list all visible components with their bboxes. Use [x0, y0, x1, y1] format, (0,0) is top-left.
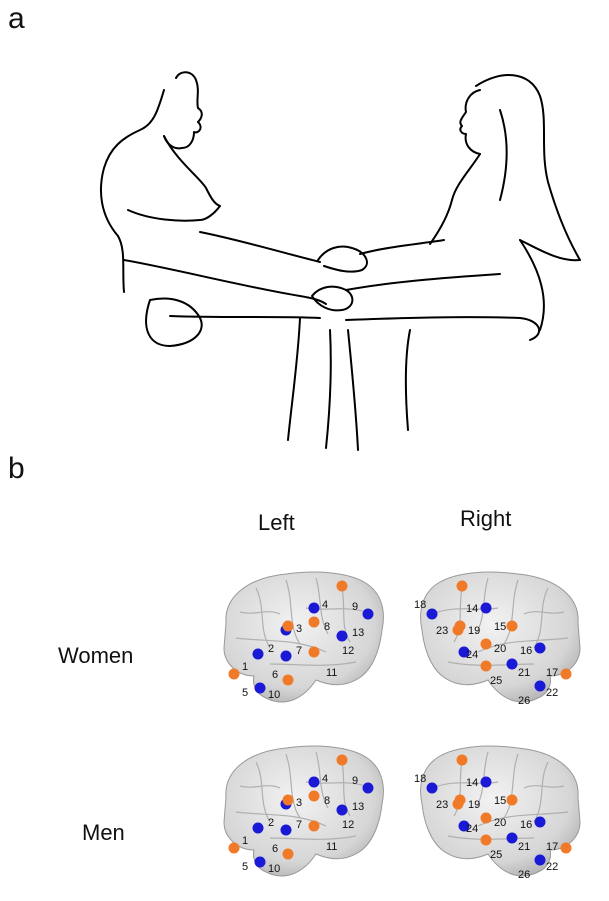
channel-25-label: 25	[490, 849, 502, 861]
channel-4-dot	[309, 777, 320, 788]
channel-13-dot	[363, 609, 374, 620]
channel-3-label: 3	[296, 797, 302, 809]
channel-6-label: 6	[272, 843, 278, 855]
channel-26-dot	[535, 855, 546, 866]
channel-22-label: 22	[546, 687, 558, 699]
channel-6-dot	[281, 651, 292, 662]
channel-8-dot	[309, 791, 320, 802]
channel-26-label: 26	[518, 695, 530, 707]
channel-11-dot	[309, 647, 320, 658]
channel-7-dot	[283, 621, 294, 632]
channel-4-label: 4	[322, 599, 328, 611]
channel-17-label: 17	[546, 841, 558, 853]
channel-9-dot	[337, 755, 348, 766]
channel-4-label: 4	[322, 773, 328, 785]
channel-18-dot	[427, 609, 438, 620]
channel-24-label: 24	[466, 823, 478, 835]
channel-10-dot	[283, 849, 294, 860]
channel-1-dot	[229, 843, 240, 854]
channel-25-label: 25	[490, 675, 502, 687]
channel-25-dot	[481, 661, 492, 672]
channel-5-label: 5	[242, 861, 248, 873]
channel-1-dot	[229, 669, 240, 680]
channel-17-dot	[535, 643, 546, 654]
channel-21-label: 21	[518, 841, 530, 853]
channel-18-label: 18	[414, 599, 426, 611]
channel-14-label: 14	[466, 777, 478, 789]
channel-1-label: 1	[242, 835, 248, 847]
channel-9-dot	[337, 581, 348, 592]
channel-1-label: 1	[242, 661, 248, 673]
channel-14-dot	[457, 581, 468, 592]
channel-2-dot	[253, 823, 264, 834]
channel-8-dot	[309, 617, 320, 628]
channel-11-dot	[309, 821, 320, 832]
channel-12-label: 12	[342, 645, 354, 657]
channel-8-label: 8	[324, 621, 330, 633]
channel-20-label: 20	[494, 643, 506, 655]
channel-16-dot	[507, 621, 518, 632]
channel-12-dot	[337, 631, 348, 642]
channel-23-dot	[453, 625, 464, 636]
channel-11-label: 11	[326, 667, 337, 679]
channel-15-label: 15	[494, 621, 506, 633]
channel-16-dot	[507, 795, 518, 806]
channel-26-label: 26	[518, 869, 530, 881]
channel-22-label: 22	[546, 861, 558, 873]
channel-21-dot	[507, 659, 518, 670]
channel-4-dot	[309, 603, 320, 614]
channel-24-label: 24	[466, 649, 478, 661]
channel-17-label: 17	[546, 667, 558, 679]
channel-10-label: 10	[268, 689, 280, 701]
channel-2-label: 2	[268, 817, 274, 829]
channel-25-dot	[481, 835, 492, 846]
channel-15-label: 15	[494, 795, 506, 807]
channel-13-label: 13	[352, 627, 364, 639]
channel-3-label: 3	[296, 623, 302, 635]
channel-15-dot	[481, 603, 492, 614]
channel-10-label: 10	[268, 863, 280, 875]
channel-15-dot	[481, 777, 492, 788]
channel-18-label: 18	[414, 773, 426, 785]
channel-7-dot	[283, 795, 294, 806]
channel-7-label: 7	[296, 645, 302, 657]
channel-14-label: 14	[466, 603, 478, 615]
channel-2-dot	[253, 649, 264, 660]
channel-9-label: 9	[352, 775, 358, 787]
channel-21-label: 21	[518, 667, 530, 679]
channel-16-label: 16	[520, 819, 532, 831]
channel-5-label: 5	[242, 687, 248, 699]
channel-2-label: 2	[268, 643, 274, 655]
channel-22-dot	[561, 669, 572, 680]
channel-17-dot	[535, 817, 546, 828]
channel-6-label: 6	[272, 669, 278, 681]
channel-12-label: 12	[342, 819, 354, 831]
channel-19-label: 19	[468, 625, 480, 637]
channel-26-dot	[535, 681, 546, 692]
channel-20-dot	[481, 639, 492, 650]
channel-23-dot	[453, 799, 464, 810]
channel-20-dot	[481, 813, 492, 824]
channel-12-dot	[337, 805, 348, 816]
channel-23-label: 23	[436, 625, 448, 637]
channel-11-label: 11	[326, 841, 337, 853]
channel-22-dot	[561, 843, 572, 854]
channel-19-label: 19	[468, 799, 480, 811]
channel-5-dot	[255, 857, 266, 868]
channel-10-dot	[283, 675, 294, 686]
channel-21-dot	[507, 833, 518, 844]
channel-8-label: 8	[324, 795, 330, 807]
channel-13-dot	[363, 783, 374, 794]
channel-20-label: 20	[494, 817, 506, 829]
channel-9-label: 9	[352, 601, 358, 613]
channel-18-dot	[427, 783, 438, 794]
channel-5-dot	[255, 683, 266, 694]
channel-16-label: 16	[520, 645, 532, 657]
channel-23-label: 23	[436, 799, 448, 811]
channel-13-label: 13	[352, 801, 364, 813]
channel-14-dot	[457, 755, 468, 766]
channel-7-label: 7	[296, 819, 302, 831]
channel-6-dot	[281, 825, 292, 836]
